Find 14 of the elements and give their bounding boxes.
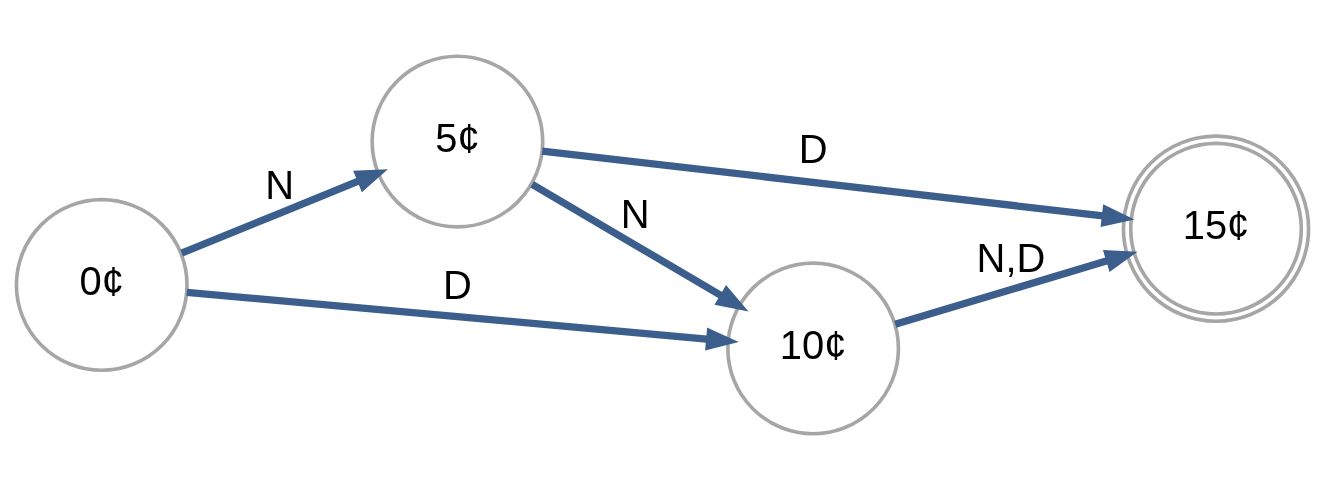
arrow [530,180,749,312]
edge-label: D [798,126,828,171]
arrow [180,168,388,256]
arrow [541,147,1135,227]
node-circle: 5¢ [370,53,545,229]
edge-label: D [443,262,472,307]
node-circle: 10¢ [726,260,901,436]
arrow [894,249,1138,328]
arrow [186,288,739,350]
edge-label: N,D [976,235,1046,279]
node-circle: 15¢ [1121,133,1311,323]
edge-label: N [620,191,650,236]
node-circle: 0¢ [14,197,189,372]
edge-label: N [265,162,294,207]
